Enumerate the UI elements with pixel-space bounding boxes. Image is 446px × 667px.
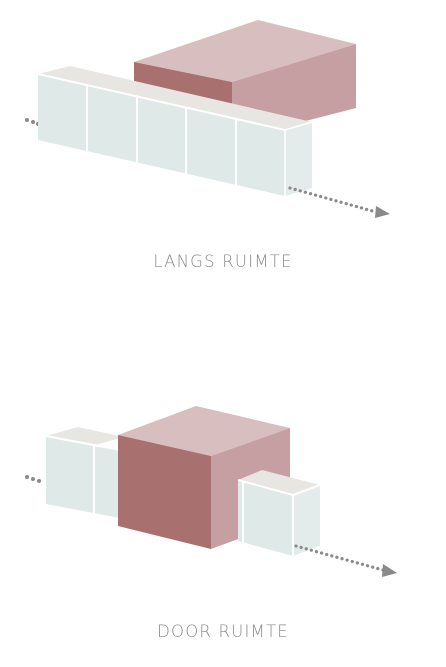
glass-volume-left [46, 427, 124, 518]
caption-langs-ruimte: LANGS RUIMTE [0, 252, 446, 271]
glass-volume-right [285, 122, 312, 196]
arrowhead-icon [382, 564, 397, 577]
path-arrow-in [25, 118, 40, 126]
arrowhead-icon [375, 206, 390, 218]
path-arrow-out [290, 188, 390, 218]
diagram-langs-ruimte: LANGS RUIMTE [0, 0, 446, 300]
path-arrow-out [296, 546, 397, 577]
path-arrow-in [25, 475, 41, 483]
glass-volume-right [238, 470, 320, 556]
caption-door-ruimte: DOOR RUIMTE [0, 622, 446, 641]
diagram-door-ruimte: DOOR RUIMTE [0, 380, 446, 667]
